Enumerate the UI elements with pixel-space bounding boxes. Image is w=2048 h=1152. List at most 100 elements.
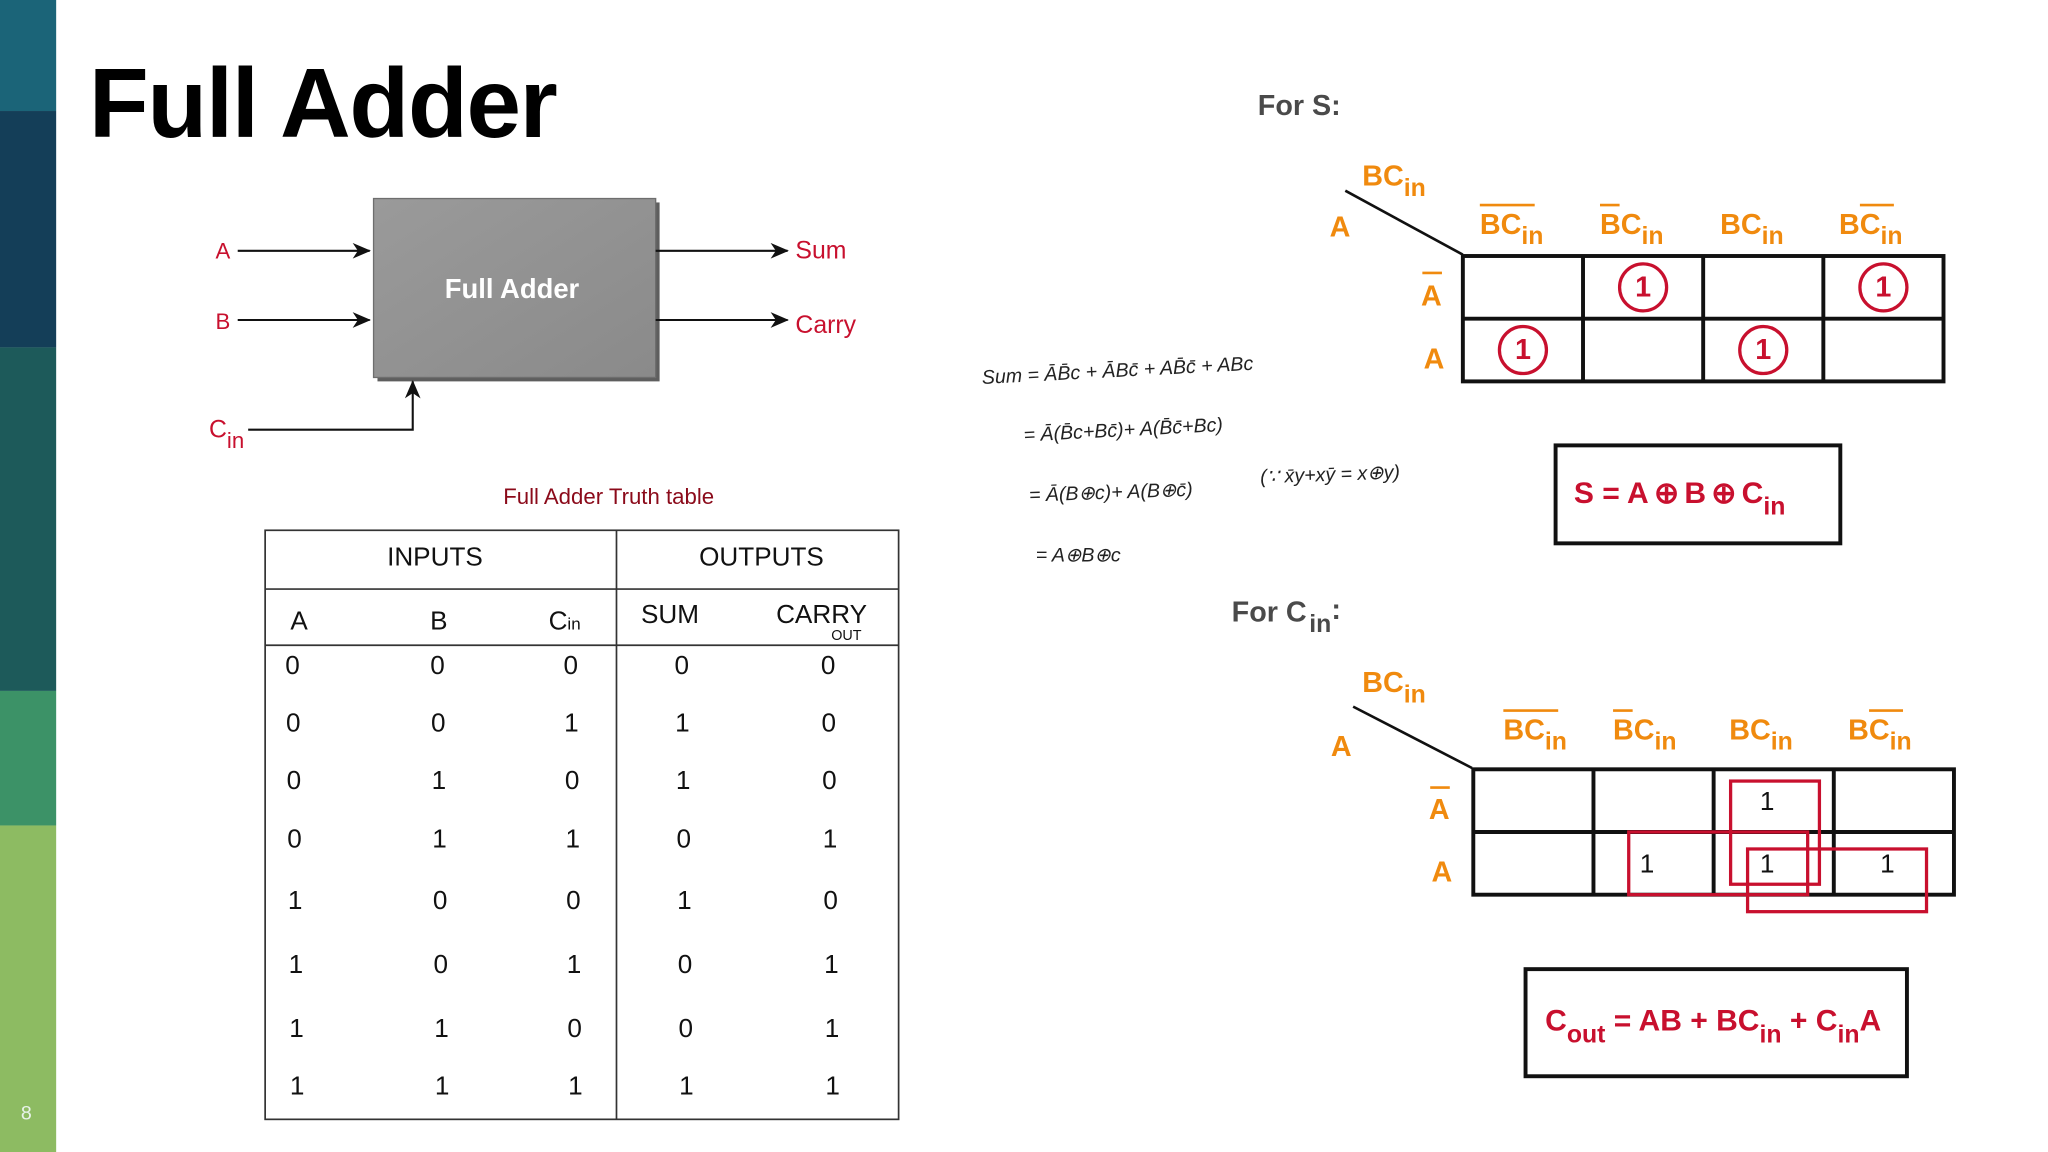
sum-result-box xyxy=(1553,443,1843,546)
table-cell: 0 xyxy=(287,824,302,854)
table-cell: 0 xyxy=(434,949,449,979)
carry-group-acin-left xyxy=(1627,830,1810,897)
derivation-line-4: = A⊕B⊕c xyxy=(1036,545,1121,567)
derivation-line-3: = Ā(B⊕c)+ A(B⊕c̄) xyxy=(1029,478,1193,507)
input-cin-label: Cin xyxy=(209,417,244,453)
kmap-cell-value: 1 xyxy=(1760,848,1775,878)
kmap-cell-value: 1 xyxy=(1640,848,1655,878)
kmap-column-label: BCin xyxy=(1720,209,1784,250)
table-cell: 1 xyxy=(568,1071,583,1101)
table-cell: 1 xyxy=(565,824,580,854)
table-cell: 0 xyxy=(675,650,690,680)
full-adder-box-label: Full Adder xyxy=(445,273,580,304)
table-cell: 0 xyxy=(823,885,838,915)
table-cell: 0 xyxy=(564,650,579,680)
kmap-column-label: BCin xyxy=(1600,209,1664,250)
kmap-carry-corner-left: A xyxy=(1331,731,1352,763)
kmap-cell-value: 1 xyxy=(1760,786,1775,816)
kmap-cell-value: 1 xyxy=(1515,334,1531,366)
table-cell: 1 xyxy=(432,824,447,854)
kmap-column-label: BCin xyxy=(1480,209,1544,250)
input-a-label: A xyxy=(216,239,231,264)
input-b-label: B xyxy=(216,309,231,334)
table-cell: 1 xyxy=(679,1071,694,1101)
kmap-sum-corner-top: BCin xyxy=(1362,160,1426,201)
kmap-column-label: BCin xyxy=(1613,714,1677,755)
kmap-cell-value: 1 xyxy=(1635,271,1651,303)
side-band-4 xyxy=(0,690,57,826)
kmap-cell-circle xyxy=(1497,324,1549,376)
kmap-sum-heading: For S: xyxy=(1258,90,1341,122)
kmap-column-label: BCin xyxy=(1848,714,1912,755)
kmap-sum-grid: 1 1 1 1 xyxy=(1460,254,1946,384)
kmap-carry-corner-top: BCin xyxy=(1362,667,1426,708)
kmap-carry-row-label-a: A xyxy=(1432,857,1453,889)
kmap-sum-corner-diagonal xyxy=(1344,189,1464,256)
table-cell: 0 xyxy=(287,765,302,795)
side-band-1 xyxy=(0,0,57,112)
table-cell: 1 xyxy=(823,824,838,854)
kmap-sum-corner-left: A xyxy=(1330,211,1351,243)
outputs-group-header: OUTPUTS xyxy=(699,542,824,572)
kmap-cell-value: 1 xyxy=(1875,271,1891,303)
slide-number: 8 xyxy=(20,1102,32,1125)
table-cell: 1 xyxy=(676,765,691,795)
column-header-sum: SUM xyxy=(641,599,699,629)
input-cin-wire xyxy=(248,380,421,431)
table-cell: 0 xyxy=(285,650,300,680)
full-adder-box xyxy=(372,197,657,379)
table-cell: 0 xyxy=(286,707,301,737)
truth-table-caption: Full Adder Truth table xyxy=(503,484,714,509)
kmap-carry-corner-diagonal xyxy=(1352,705,1473,770)
carry-result-box xyxy=(1523,967,1909,1079)
table-cell: 1 xyxy=(567,949,582,979)
table-cell: 1 xyxy=(435,1071,450,1101)
kmap-carry-column-labels: BCin BCin BCin BCin xyxy=(1503,709,1912,756)
kmap-column-label: BCin xyxy=(1729,714,1793,755)
table-cell: 1 xyxy=(564,707,579,737)
sum-result-expression: S = A⊕B⊕Cin xyxy=(1574,477,1786,521)
kmap-cell-circle xyxy=(1617,262,1669,313)
kmap-carry-row-label-abar: A xyxy=(1429,794,1450,826)
table-cell: 0 xyxy=(822,765,837,795)
column-header-carry-sub: OUT xyxy=(831,628,862,644)
table-cell: 0 xyxy=(678,949,693,979)
table-cell: 0 xyxy=(565,765,580,795)
table-cell: 1 xyxy=(825,1013,840,1043)
table-cell: 0 xyxy=(431,707,446,737)
kmap-sum-row-label-abar: A xyxy=(1421,281,1442,313)
column-header-carry: CARRY xyxy=(776,599,867,629)
carry-output-label: Carry xyxy=(795,312,856,339)
table-cell: 1 xyxy=(290,1071,305,1101)
kmap-cell-value: 1 xyxy=(1755,334,1771,366)
table-cell: 1 xyxy=(677,885,692,915)
side-band-2 xyxy=(0,111,57,348)
table-cell: 1 xyxy=(825,1071,840,1101)
table-cell: 1 xyxy=(288,885,303,915)
table-cell: 0 xyxy=(433,885,448,915)
column-header-a: A xyxy=(290,606,308,636)
kmap-cell-value: 1 xyxy=(1880,848,1895,878)
table-border xyxy=(264,529,900,1121)
sum-output-label: Sum xyxy=(795,238,846,265)
table-cell: 0 xyxy=(676,824,691,854)
carry-result-expression: Cout = AB + BCin + CinA xyxy=(1545,1005,1881,1049)
kmap-sum-row-label-a: A xyxy=(1424,343,1445,375)
derivation-identity-note: (∵ x̄y+xȳ = x⊕y) xyxy=(1260,461,1401,488)
kmap-column-label: BCin xyxy=(1503,714,1567,755)
table-cell: 0 xyxy=(821,707,836,737)
side-band-5 xyxy=(0,825,57,1152)
table-cell: 0 xyxy=(678,1013,693,1043)
kmap-cell-circle xyxy=(1858,262,1909,313)
slide-title: Full Adder xyxy=(88,48,558,159)
table-cell: 1 xyxy=(289,949,304,979)
truth-table: Full Adder Truth table INPUTS OUTPUTS A … xyxy=(264,484,900,1121)
column-header-cin: Cin xyxy=(549,606,581,636)
carry-group-ab xyxy=(1745,847,1929,914)
